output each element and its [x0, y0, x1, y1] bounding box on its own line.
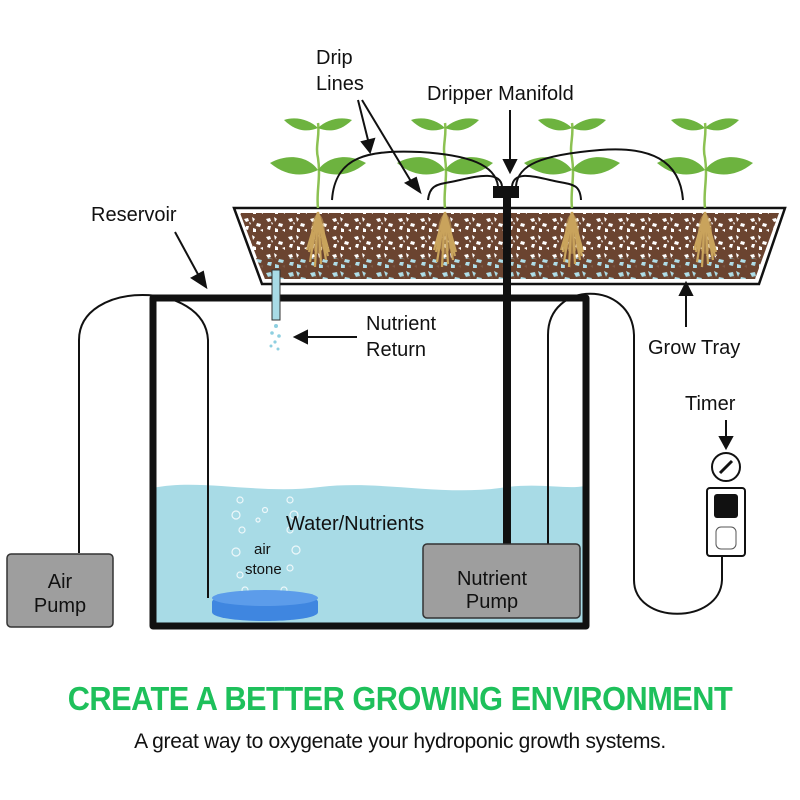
- label-timer: Timer: [685, 393, 736, 415]
- label-nutrient-pump-1: Nutrient: [457, 568, 527, 590]
- plant-3: [522, 117, 622, 210]
- label-reservoir: Reservoir: [91, 204, 177, 226]
- label-air-stone-2: stone: [245, 561, 282, 578]
- label-nutrient-return-1: Nutrient: [366, 313, 436, 335]
- label-grow-tray: Grow Tray: [648, 337, 740, 359]
- nutrient-pump-box: [422, 543, 581, 619]
- subline: A great way to oxygenate your hydroponic…: [134, 730, 666, 753]
- outlet-socket: [715, 526, 737, 550]
- label-drip-lines-2: Lines: [316, 73, 364, 95]
- plant-1: [268, 117, 368, 210]
- label-drip-lines-1: Drip: [316, 47, 353, 69]
- nutrient-return-pipe: [271, 269, 281, 321]
- label-air-pump-2: Pump: [34, 595, 86, 617]
- return-loop-tube: [547, 292, 635, 544]
- label-nutrient-pump-2: Pump: [466, 591, 518, 613]
- label-air-stone-1: air: [254, 541, 271, 558]
- air-line: [78, 294, 209, 598]
- timer-plug: [714, 494, 738, 518]
- air-pump-box: [6, 553, 114, 628]
- supply-pipe: [503, 190, 511, 548]
- label-arrows: [174, 99, 734, 451]
- bubbles: [231, 496, 301, 594]
- power-cord: [633, 335, 723, 615]
- headline: CREATE A BETTER GROWING ENVIRONMENT: [67, 680, 733, 717]
- drip-lines: [331, 148, 684, 201]
- label-dripper-manifold: Dripper Manifold: [427, 83, 574, 105]
- label-air-pump-1: Air: [48, 571, 73, 593]
- label-nutrient-return-2: Return: [366, 339, 426, 361]
- nutrient-drips: [269, 324, 281, 351]
- reservoir-tank: [149, 294, 590, 630]
- label-water-nutrients: Water/Nutrients: [286, 513, 424, 535]
- plant-4: [655, 117, 755, 210]
